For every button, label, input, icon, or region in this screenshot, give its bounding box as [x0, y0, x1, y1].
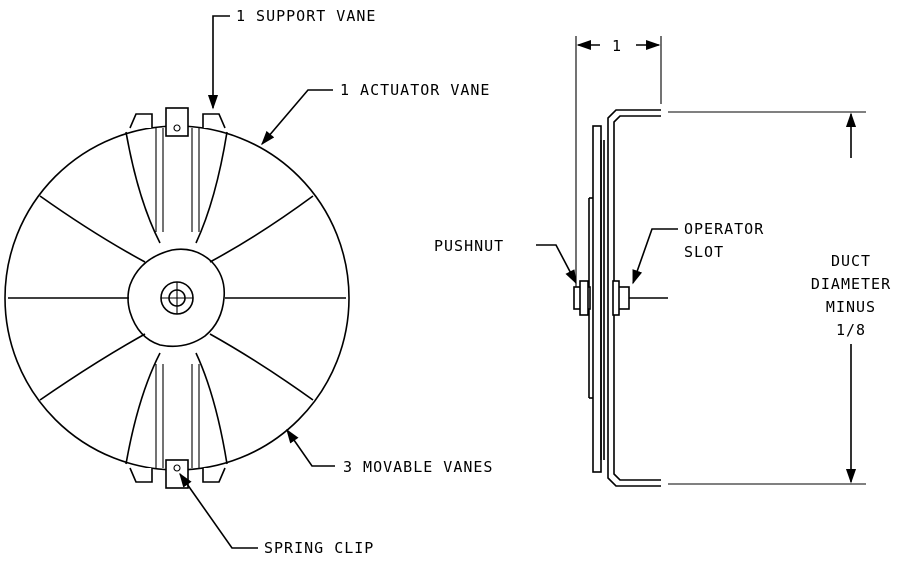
duct-label-line2: DIAMETER	[811, 275, 891, 293]
actuator-vane-leader	[261, 89, 333, 146]
operator-slot-label-line1: OPERATOR	[684, 220, 764, 238]
dim-width-label: 1	[612, 37, 622, 55]
spring-clip-leader	[179, 472, 258, 549]
actuator-vane-label: 1 ACTUATOR VANE	[340, 81, 490, 99]
spring-clip-label: SPRING CLIP	[264, 539, 374, 557]
pushnut-label: PUSHNUT	[434, 237, 504, 255]
side-view	[536, 36, 866, 487]
width-dimension	[575, 36, 662, 288]
movable-vanes-leader	[286, 428, 335, 467]
support-vane-label: 1 SUPPORT VANE	[236, 7, 376, 25]
support-vane-shaft	[155, 128, 200, 232]
duct-label-line3: MINUS	[826, 298, 876, 316]
vane-blades	[588, 125, 605, 473]
top-tabs	[129, 107, 226, 137]
pushnut-leader	[536, 244, 577, 285]
tab-hole-top	[173, 124, 181, 132]
operator-slot-leader	[632, 228, 678, 285]
bottom-tabs	[129, 459, 226, 489]
duct-label-line4: 1/8	[836, 321, 866, 339]
vane-edges	[39, 131, 314, 465]
center-pivot-icon	[160, 281, 194, 315]
tab-hole-bottom	[173, 464, 181, 472]
support-vane-shaft-lower	[155, 364, 200, 468]
height-dimension	[668, 111, 866, 485]
hub-outline	[127, 248, 226, 348]
pushnut-assembly	[573, 280, 630, 316]
channel-frame	[607, 109, 661, 487]
support-vane-leader	[207, 15, 230, 110]
operator-slot-label-line2: SLOT	[684, 243, 724, 261]
duct-label-line1: DUCT	[831, 252, 871, 270]
front-view	[4, 15, 350, 549]
movable-vanes-label: 3 MOVABLE VANES	[343, 458, 493, 476]
